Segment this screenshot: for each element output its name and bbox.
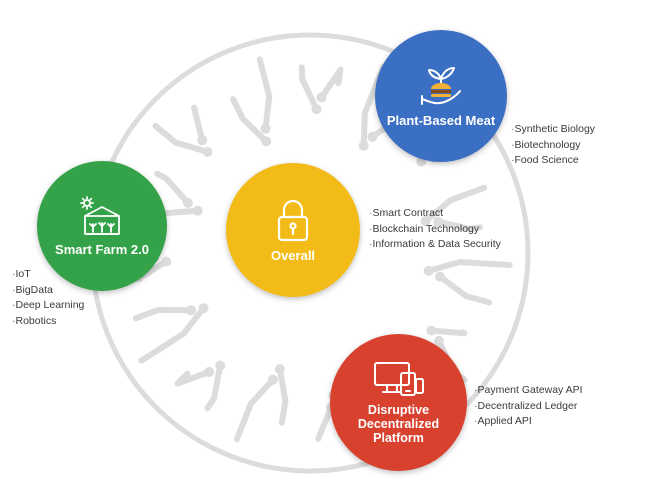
circuit-trace [436,273,493,306]
title-line: Disruptive [367,402,430,417]
circuit-trace [154,170,191,206]
list-item: Payment Gateway API [474,383,583,399]
burger-with-leaves-icon [421,66,461,105]
circuit-pad [197,135,208,146]
circuit-pad [316,92,327,103]
list-item: Robotics [12,314,84,330]
circuit-trace [230,96,270,145]
circuit-pad [186,305,197,316]
circuit-trace [174,369,213,387]
list-item: Deep Learning [12,298,85,314]
circuit-pad [215,360,226,371]
overall-node: Overall [226,163,360,297]
list-item: Smart Contract [369,206,501,222]
circuit-pad [433,335,444,346]
circuit-pad [260,123,271,134]
circuit-trace [315,404,334,442]
node-title: Smart Farm 2.0 [55,241,149,257]
circuit-pad [311,104,322,115]
circuit-trace [191,104,206,144]
circuit-pad [161,256,172,267]
circuit-pad [434,271,445,282]
circuit-pad [202,146,213,157]
circuit-pad [358,140,369,151]
circuit-pad [274,364,285,375]
list-item: Synthetic Biology [511,122,596,138]
devices-icon [373,361,424,396]
circuit-pad [198,303,209,314]
title-line: Platform [373,430,424,445]
circuit-trace [152,123,211,155]
circuit-trace [132,306,195,322]
circuit-trace [138,305,207,364]
circuit-pad [268,374,278,385]
circuit-pad [261,136,272,147]
list-item: Applied API [474,414,583,430]
circuit-trace [233,376,276,443]
circuit-pad [204,367,215,377]
circuit-pad [192,205,203,216]
circuit-pad [367,131,378,142]
node-title: Overall [270,247,316,263]
list-item: IoT [12,267,84,283]
greenhouse-icon [80,195,120,235]
disruptive-platform-node: Disruptive Decentralized Platform [330,334,467,471]
list-item: Decentralized Ledger [474,399,583,415]
node-title: Plant-Based Meat [386,112,496,128]
plant-based-meat-list: Synthetic Biology Biotechnology Food Sci… [511,122,596,169]
circuit-trace [276,366,289,426]
circuit-pad [426,325,437,336]
list-item: Food Science [511,153,595,169]
circuit-trace [204,362,224,412]
circuit-trace [428,327,468,337]
circuit-pad [182,198,193,208]
disruptive-platform-list: Payment Gateway API Decentralized Ledger… [474,383,583,430]
list-item: BigData [12,283,84,299]
smart-farm-list: IoT BigData Deep Learning Robotics [12,267,85,330]
overall-list: Smart Contract Blockchain Technology Inf… [369,206,501,253]
list-item: Biotechnology [511,138,595,154]
node-title: Disruptive Decentralized Platform [358,403,439,445]
circuit-trace [298,64,320,113]
list-item: Blockchain Technology [369,222,501,238]
list-item: Information & Data Security [369,237,501,253]
plant-based-meat-node: Plant-Based Meat [375,30,507,162]
circuit-pad [423,265,434,276]
circuit-trace [256,56,273,132]
padlock-icon [277,199,309,241]
circuit-trace [318,66,344,101]
title-line: Decentralized [357,416,440,431]
circuit-trace [425,259,513,274]
